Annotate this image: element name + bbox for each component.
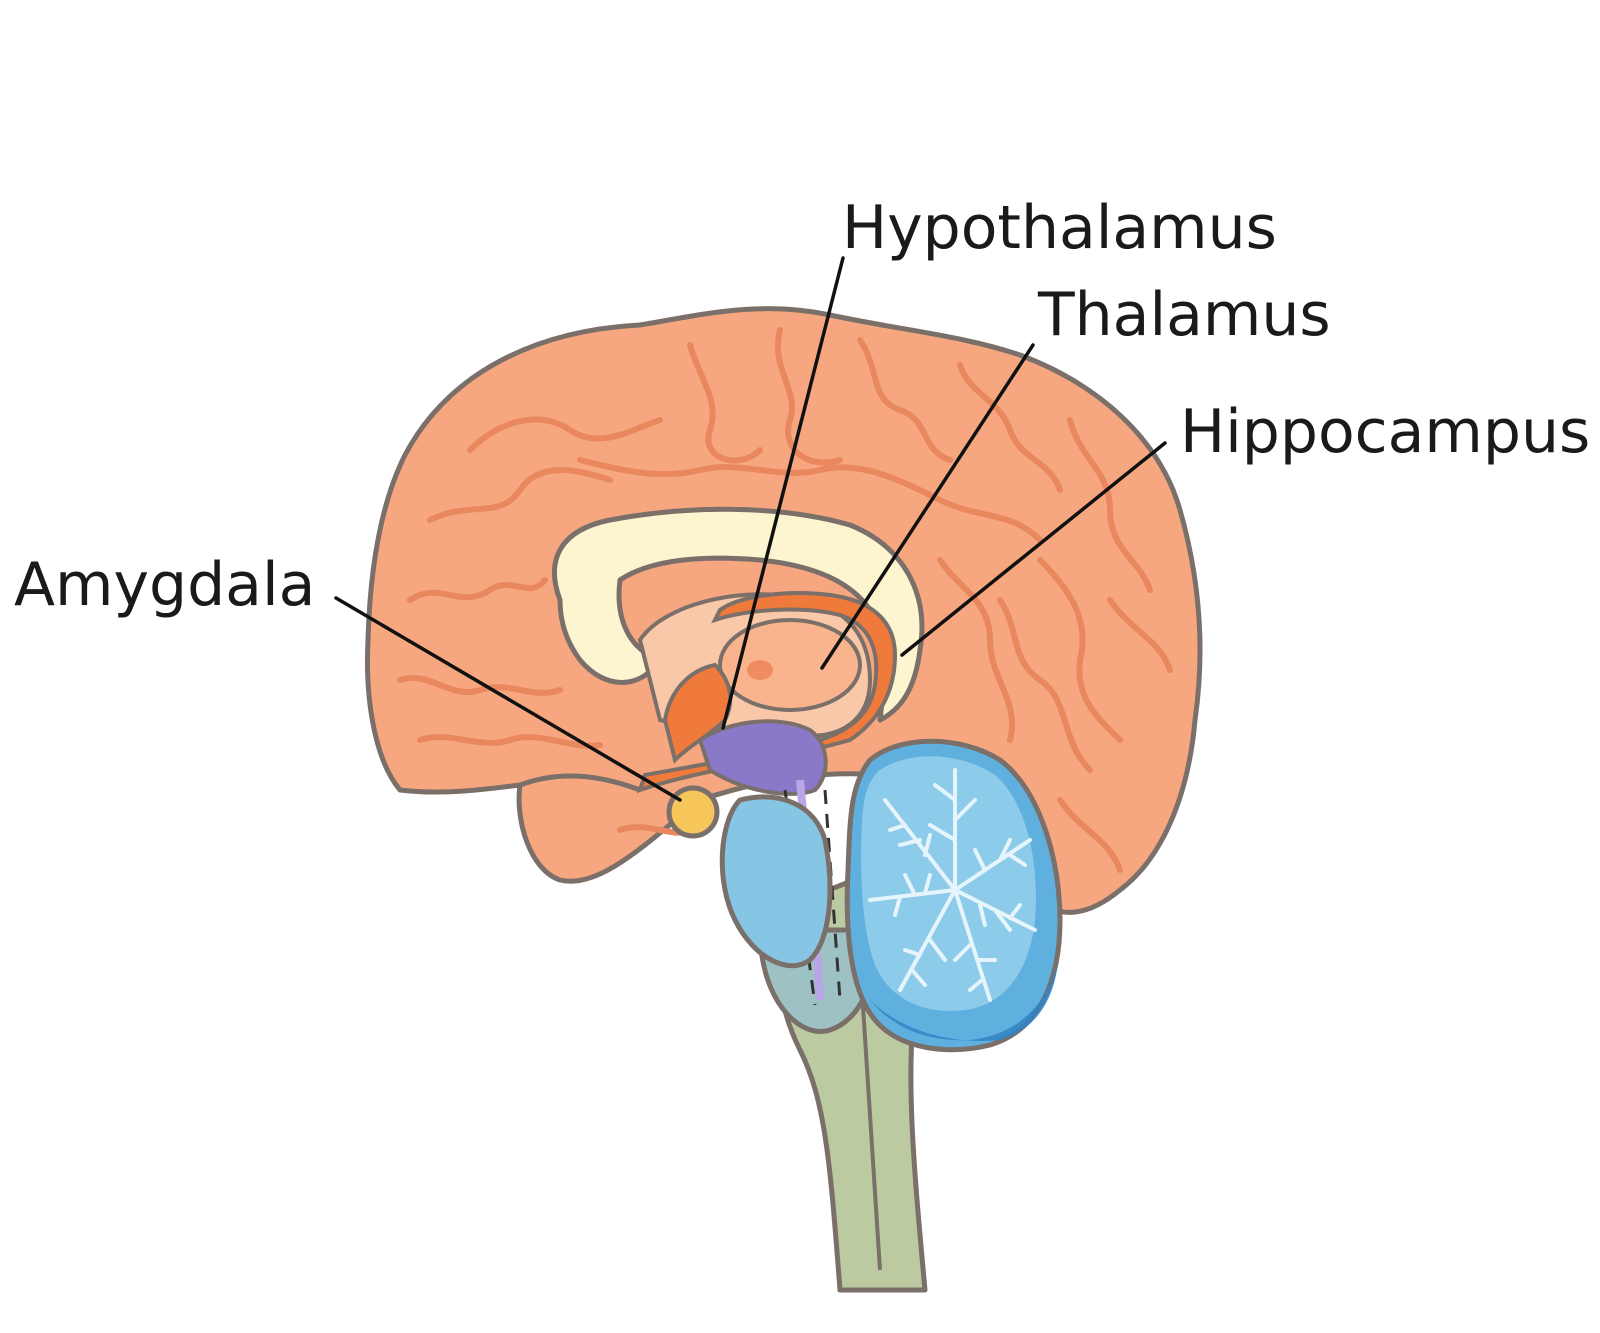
label-hippocampus: Hippocampus	[1180, 397, 1590, 467]
hypothalamus	[662, 662, 733, 764]
thalamus-nucleus	[747, 660, 773, 680]
midbrain-tract-dashed-2	[823, 789, 842, 1001]
sulci	[397, 327, 1173, 873]
leader-hippocampus	[900, 441, 1167, 657]
hippocampus	[636, 591, 898, 794]
label-hypothalamus: Hypothalamus	[842, 193, 1277, 263]
thalamus	[718, 618, 862, 712]
leader-thalamus	[820, 343, 1035, 670]
brainstem-tract-line	[858, 959, 882, 1271]
pons	[719, 794, 833, 969]
amygdala	[666, 785, 720, 839]
temporal-lobe-edge	[519, 773, 641, 793]
midbrain	[697, 719, 828, 796]
arbor-vitae	[868, 768, 1037, 1002]
leader-hypothalamus	[721, 256, 845, 730]
leader-amygdala	[334, 596, 682, 802]
label-amygdala: Amygdala	[14, 550, 315, 620]
label-thalamus: Thalamus	[1037, 280, 1331, 350]
